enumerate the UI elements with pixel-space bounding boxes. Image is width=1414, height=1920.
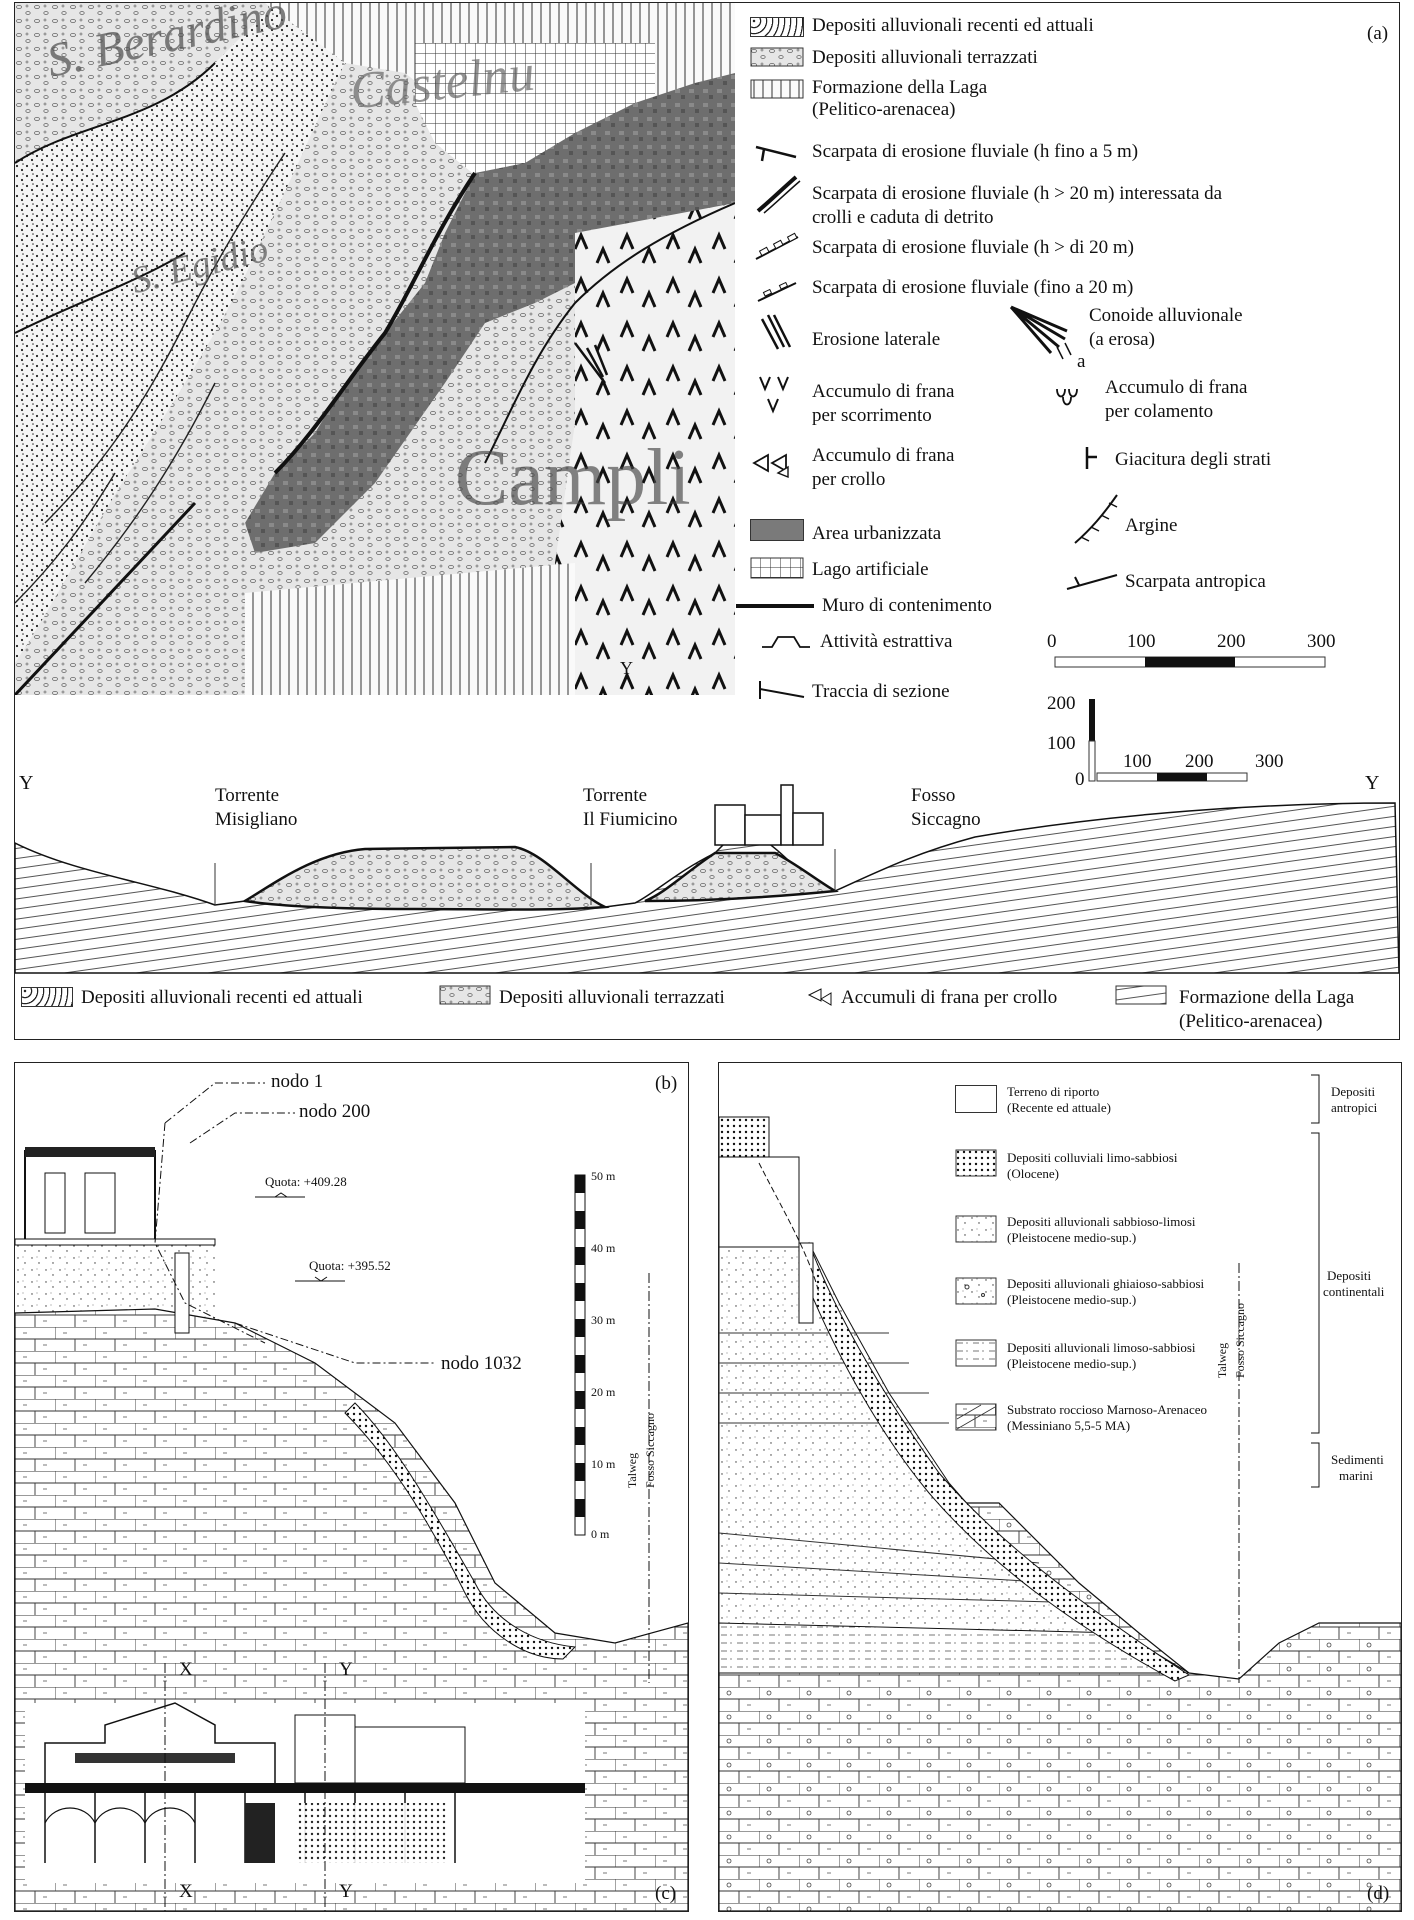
dense-dot-swatch-icon <box>955 1149 997 1177</box>
grid-swatch-icon <box>750 557 804 579</box>
scarp-tick-icon <box>755 145 797 162</box>
diagonal-lines-swatch-icon <box>1115 985 1167 1005</box>
vertical-lines-swatch-icon <box>750 79 804 99</box>
section-trace-icon <box>759 681 805 699</box>
map-section-end-y: Y <box>620 658 633 678</box>
chevron-slide-icon <box>759 376 789 414</box>
node-label-1032: nodo 1032 <box>441 1353 522 1374</box>
panel-label-a: (a) <box>1367 23 1389 44</box>
pebble-swatch-icon <box>439 985 491 1005</box>
triangle-fall-icon <box>752 453 789 479</box>
scale-tick-200: 200 <box>1217 631 1246 652</box>
section-mark-y-top: Y <box>339 1659 353 1680</box>
legend-left: Depositi alluvionali recenti ed attuali … <box>736 11 1370 702</box>
panel-bc-section-and-elevation: (b) (c) nodo 1 nodo 200 nodo 1032 Quota:… <box>14 1062 689 1912</box>
section-scale: 200 100 0 100 200 300 <box>1035 693 1295 793</box>
section-end-y-right: Y <box>1365 772 1380 794</box>
quota-409: Quota: +409.28 <box>265 1174 347 1189</box>
panel-label-d: (d) <box>1367 1883 1390 1904</box>
section-end-y-left: Y <box>19 772 34 794</box>
scarp-box-icon <box>755 232 799 260</box>
panel-label-c: (c) <box>655 1883 677 1904</box>
strike-dip-icon <box>1085 447 1097 469</box>
grey-fill-swatch-icon <box>750 519 804 541</box>
stratigraphy-legend: Terreno di riporto (Recente ed attuale) … <box>955 1081 1315 1491</box>
flow-landslide-icon <box>1056 388 1078 406</box>
sand-swatch-icon <box>955 1215 997 1243</box>
section-legend: Depositi alluvionali recenti ed attuali … <box>15 979 1399 1039</box>
h-scale-200: 200 <box>1185 751 1214 772</box>
section-mark-y-bottom: Y <box>339 1881 353 1902</box>
map-place-campli: Campli <box>455 434 691 522</box>
talweg-label: Talweg <box>625 1452 640 1489</box>
panel-d-stratigraphic-section: (d) Talweg Fosso Siccagno Terreno di rip… <box>718 1062 1402 1912</box>
quarry-icon <box>762 636 810 648</box>
node-label-1: nodo 1 <box>271 1071 324 1092</box>
section-mark-x-bottom: X <box>179 1881 193 1902</box>
cross-section-y-y <box>15 784 1399 974</box>
section-mark-x-top: X <box>179 1659 193 1680</box>
legend-right: Conoide alluvionale (a erosa) a Accumulo… <box>1005 293 1385 623</box>
talweg-fosso-label: Fosso Siccagno <box>643 1413 657 1488</box>
h-scale-300: 300 <box>1255 751 1284 772</box>
dotted-swatch-icon <box>21 987 73 1007</box>
map-scale-bar: 0 100 200 300 <box>1035 627 1355 677</box>
v-scale-100: 100 <box>1047 733 1076 754</box>
dotted-swatch-icon <box>750 17 804 37</box>
anthropic-scarp-icon <box>1066 574 1118 590</box>
v-scale-0: 0 <box>1075 769 1085 790</box>
slope-section-b <box>15 1082 688 1911</box>
panel-label-b: (b) <box>655 1073 678 1094</box>
h-scale-100: 100 <box>1123 751 1152 772</box>
scale-tick-0: 0 <box>1047 631 1057 652</box>
alluvial-fan-icon <box>1009 305 1072 360</box>
gravel-swatch-icon <box>955 1277 997 1305</box>
quota-395: Quota: +395.52 <box>309 1258 391 1273</box>
scale-tick-100: 100 <box>1127 631 1156 652</box>
bedrock-swatch-icon <box>955 1403 997 1431</box>
stratigraphic-section-d <box>719 1074 1401 1911</box>
scarp-double-icon <box>756 175 801 214</box>
embankment-icon <box>1074 494 1118 544</box>
silt-swatch-icon <box>955 1339 997 1367</box>
scale-tick-300: 300 <box>1307 631 1336 652</box>
lateral-erosion-icon <box>760 314 792 350</box>
geomorphological-map <box>15 3 735 695</box>
v-scale-200: 200 <box>1047 693 1076 714</box>
panel-a-map-and-section: S. Berardino Castelnu S. Egidio Campli Y… <box>14 2 1400 1040</box>
fill-swatch-icon <box>955 1085 997 1113</box>
node-label-200: nodo 200 <box>299 1101 371 1122</box>
scarp-box-small-icon <box>757 281 797 302</box>
triangle-fall-icon <box>807 988 832 1006</box>
thick-line-icon <box>736 604 814 608</box>
